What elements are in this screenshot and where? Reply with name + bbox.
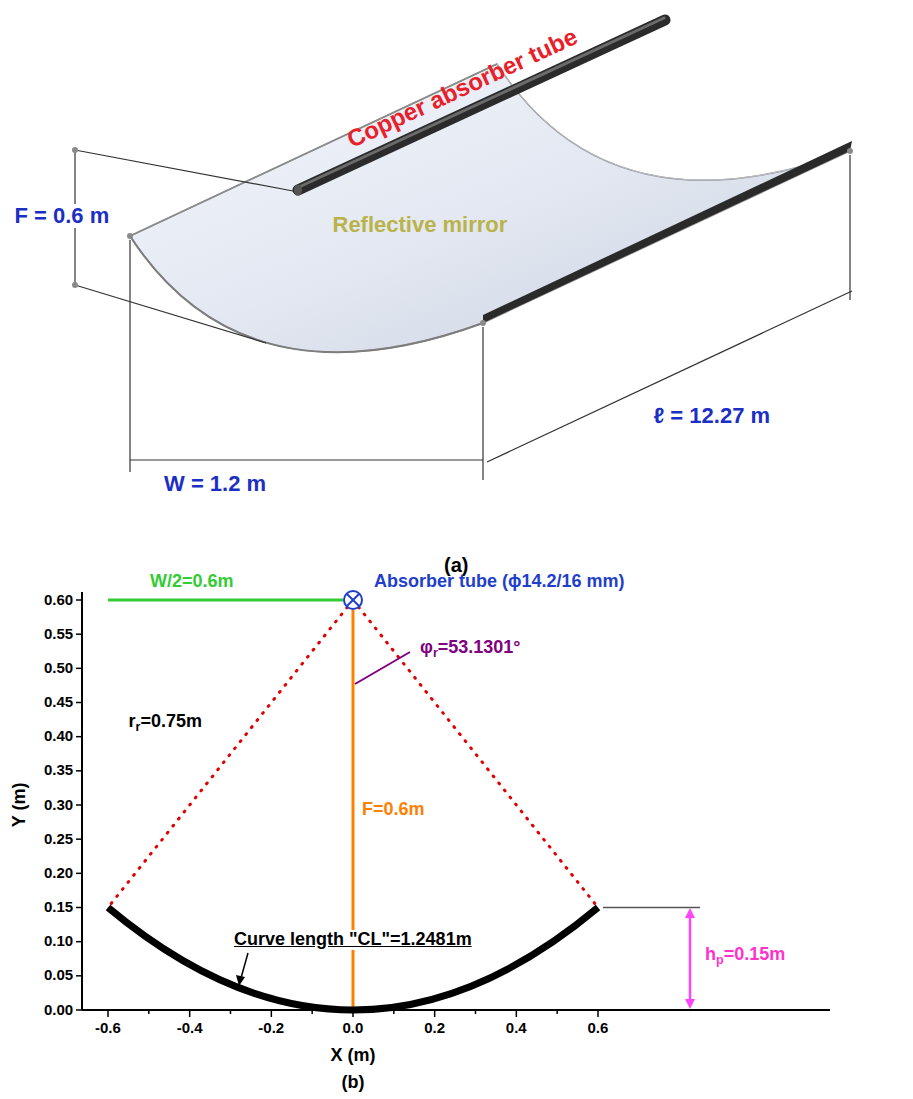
axis-title: X (m) <box>331 1046 376 1066</box>
tick-label: 0.05 <box>44 967 73 984</box>
part-label: Absorber tube (ϕ14.2/16 mm) <box>374 572 625 592</box>
tick <box>76 668 82 670</box>
tick <box>76 770 82 772</box>
tick <box>76 907 82 909</box>
tick <box>76 702 82 704</box>
tick <box>556 1010 558 1014</box>
tick <box>76 633 82 635</box>
absorber-symbol <box>344 591 362 609</box>
mirror-surface <box>130 64 850 352</box>
curve-length-leader <box>241 953 248 978</box>
dimension-label: ℓ = 12.27 m <box>654 404 771 428</box>
extension-line <box>75 285 266 343</box>
tick-label: 0.55 <box>44 626 73 643</box>
tick-label: 0.45 <box>44 694 73 711</box>
tick-label: 0.30 <box>44 797 73 814</box>
half-width-line <box>108 599 343 602</box>
dimension-line <box>487 291 852 462</box>
tube-end <box>294 185 302 196</box>
mirror-back-edge <box>497 64 850 180</box>
tick-label: 0.60 <box>44 592 73 609</box>
dimension-dots <box>72 147 853 326</box>
tick <box>475 1010 477 1014</box>
tube-highlight <box>299 18 664 187</box>
tick-label: -0.4 <box>177 1020 203 1037</box>
part-label: Copper absorber tube <box>343 23 581 153</box>
rim-height-arrow <box>689 914 692 1003</box>
tick-label: 0.20 <box>44 865 73 882</box>
extension-line <box>482 327 483 480</box>
tick <box>434 1010 436 1017</box>
mirror-rim <box>483 141 852 323</box>
tick-label: 0.25 <box>44 831 73 848</box>
parabola-curve <box>108 908 598 1011</box>
focal-line <box>352 610 355 1010</box>
arrow-head <box>685 908 695 918</box>
dimension-label: Curve length "CL"=1.2481m <box>231 930 475 950</box>
dimension-label: W/2=0.6m <box>150 572 234 592</box>
part-label: Reflective mirror <box>333 213 508 237</box>
rim-angle-marker <box>355 652 410 684</box>
tick <box>76 838 82 840</box>
tick <box>76 1009 82 1011</box>
rim-height-extension <box>603 907 700 909</box>
tick <box>107 1010 109 1017</box>
y-axis <box>81 592 83 1010</box>
tick <box>76 804 82 806</box>
tick <box>516 1010 518 1017</box>
axis-title: Y (m) <box>10 783 30 828</box>
axis-ticks <box>76 600 598 1017</box>
absorber-tube <box>298 20 665 190</box>
x-axis <box>82 1009 830 1011</box>
tick-label: 0.15 <box>44 899 73 916</box>
tick <box>230 1010 232 1014</box>
extension-line <box>849 155 850 300</box>
tick-label: -0.2 <box>258 1020 284 1037</box>
tick <box>148 1010 150 1014</box>
tick-label: 0.35 <box>44 762 73 779</box>
dimension-label: F=0.6m <box>362 800 425 820</box>
rim-radius-line <box>108 600 353 908</box>
dimension-label: hp=0.15m <box>705 945 785 965</box>
tick <box>76 736 82 738</box>
plot <box>76 591 830 1017</box>
tick-label: 0.0 <box>343 1020 364 1037</box>
tick-label: 0.10 <box>44 933 73 950</box>
extension-line <box>75 150 293 191</box>
tick <box>76 599 82 601</box>
dimension-label: F = 0.6 m <box>12 204 113 228</box>
panel-label: (b) <box>342 1073 365 1093</box>
dimension-line <box>130 459 483 460</box>
dimension-label: φr=53.1301° <box>420 638 521 658</box>
absorber-symbol <box>347 594 359 606</box>
tick <box>189 1010 191 1017</box>
tick <box>597 1010 599 1017</box>
mirror-front-edge <box>130 236 483 352</box>
tick-label: 0.00 <box>44 1002 73 1019</box>
arrow-head <box>685 999 695 1009</box>
tick-label: 0.40 <box>44 728 73 745</box>
arrow-head <box>236 975 245 986</box>
extension-line <box>129 240 130 472</box>
tick-label: 0.50 <box>44 660 73 677</box>
tick <box>76 873 82 875</box>
trough-illustration <box>130 18 852 352</box>
absorber-symbol <box>347 594 359 606</box>
tick <box>76 941 82 943</box>
dimension-lines <box>75 150 852 480</box>
tick <box>271 1010 273 1017</box>
tick-label: 0.6 <box>587 1020 608 1037</box>
dimension-label: W = 1.2 m <box>164 472 266 496</box>
tick-label: -0.6 <box>95 1020 121 1037</box>
tick-label: 0.2 <box>424 1020 445 1037</box>
tick <box>76 975 82 977</box>
dimension-label: rr=0.75m <box>129 712 202 732</box>
tick-label: 0.4 <box>506 1020 527 1037</box>
rim-radius-line <box>353 600 598 908</box>
